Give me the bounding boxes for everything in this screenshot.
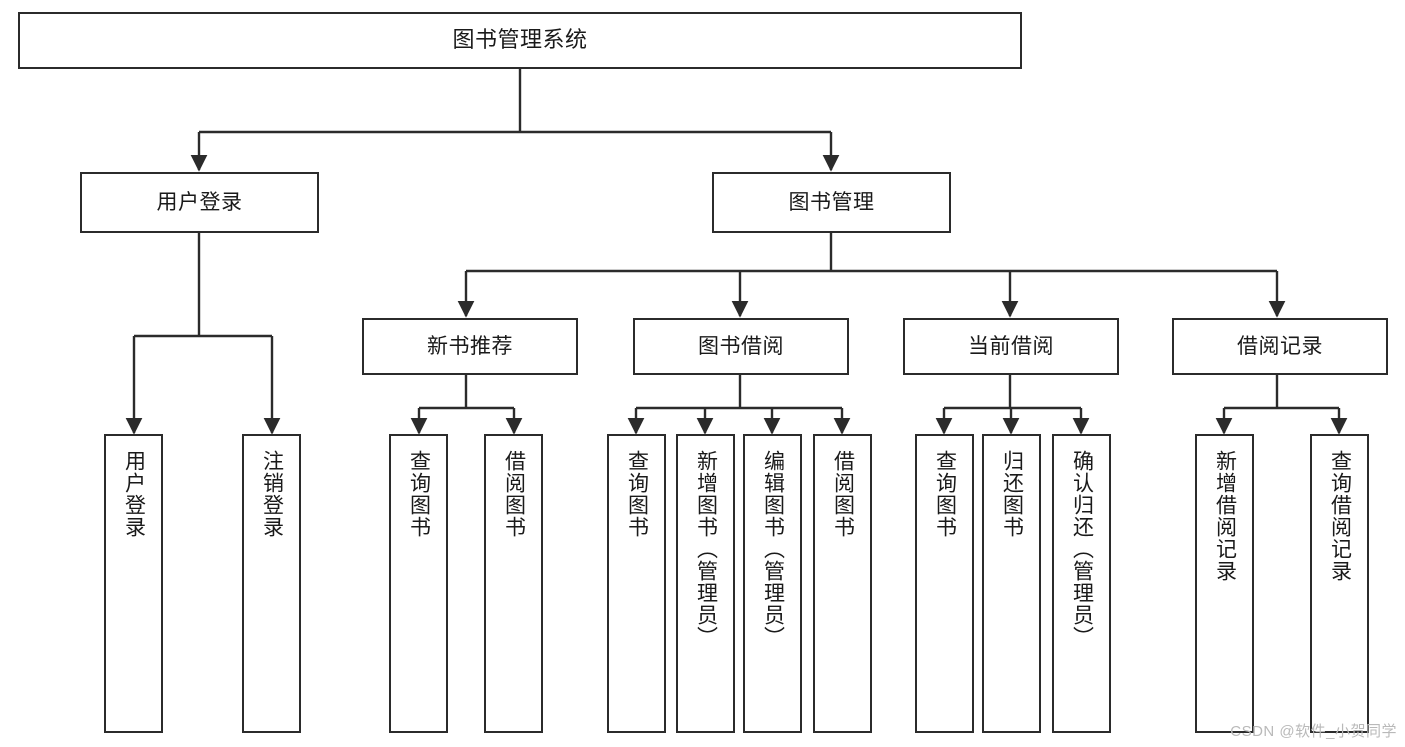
node-book-management-label: 图书管理 xyxy=(788,190,875,214)
node-current-borrow[interactable]: 当前借阅 xyxy=(903,318,1119,375)
node-leaf-new-book-borrow-label: 借阅图书 xyxy=(502,450,526,538)
node-leaf-book-borrow-borrow-label: 借阅图书 xyxy=(831,450,855,538)
node-leaf-user-login-signin-label: 用户登录 xyxy=(122,450,146,538)
node-leaf-borrow-record-query[interactable]: 查询借阅记录 xyxy=(1310,434,1369,733)
node-new-book-recommend-label: 新书推荐 xyxy=(427,334,513,358)
node-leaf-new-book-borrow[interactable]: 借阅图书 xyxy=(484,434,543,733)
node-leaf-current-borrow-return[interactable]: 归还图书 xyxy=(982,434,1041,733)
node-leaf-new-book-query[interactable]: 查询图书 xyxy=(389,434,448,733)
node-borrow-record[interactable]: 借阅记录 xyxy=(1172,318,1388,375)
node-book-borrow-label: 图书借阅 xyxy=(698,334,784,358)
node-leaf-current-borrow-return-label: 归还图书 xyxy=(1000,450,1024,538)
node-root-system-label: 图书管理系统 xyxy=(452,27,588,53)
node-leaf-user-login-signout[interactable]: 注销登录 xyxy=(242,434,301,733)
node-leaf-book-borrow-edit-label: 编辑图书（管理员） xyxy=(761,450,785,648)
node-leaf-book-borrow-add-label: 新增图书（管理员） xyxy=(694,450,718,648)
node-new-book-recommend[interactable]: 新书推荐 xyxy=(362,318,578,375)
node-book-borrow[interactable]: 图书借阅 xyxy=(633,318,849,375)
node-leaf-current-borrow-confirm-label: 确认归还（管理员） xyxy=(1070,450,1094,648)
node-leaf-book-borrow-query-label: 查询图书 xyxy=(625,450,649,538)
node-book-management[interactable]: 图书管理 xyxy=(712,172,951,233)
node-user-login[interactable]: 用户登录 xyxy=(80,172,319,233)
node-leaf-book-borrow-edit[interactable]: 编辑图书（管理员） xyxy=(743,434,802,733)
node-root-system[interactable]: 图书管理系统 xyxy=(18,12,1022,69)
node-current-borrow-label: 当前借阅 xyxy=(968,334,1054,358)
node-leaf-new-book-query-label: 查询图书 xyxy=(407,450,431,538)
node-leaf-book-borrow-add[interactable]: 新增图书（管理员） xyxy=(676,434,735,733)
node-leaf-user-login-signout-label: 注销登录 xyxy=(260,450,284,538)
node-leaf-borrow-record-query-label: 查询借阅记录 xyxy=(1328,450,1352,582)
node-leaf-book-borrow-borrow[interactable]: 借阅图书 xyxy=(813,434,872,733)
node-leaf-borrow-record-add[interactable]: 新增借阅记录 xyxy=(1195,434,1254,733)
node-leaf-current-borrow-confirm[interactable]: 确认归还（管理员） xyxy=(1052,434,1111,733)
node-leaf-book-borrow-query[interactable]: 查询图书 xyxy=(607,434,666,733)
node-borrow-record-label: 借阅记录 xyxy=(1237,334,1323,358)
node-leaf-user-login-signin[interactable]: 用户登录 xyxy=(104,434,163,733)
csdn-watermark: CSDN @软件_小贺同学 xyxy=(1230,723,1397,740)
node-leaf-borrow-record-add-label: 新增借阅记录 xyxy=(1213,450,1237,582)
node-leaf-current-borrow-query-label: 查询图书 xyxy=(933,450,957,538)
node-leaf-current-borrow-query[interactable]: 查询图书 xyxy=(915,434,974,733)
node-user-login-label: 用户登录 xyxy=(156,190,243,214)
